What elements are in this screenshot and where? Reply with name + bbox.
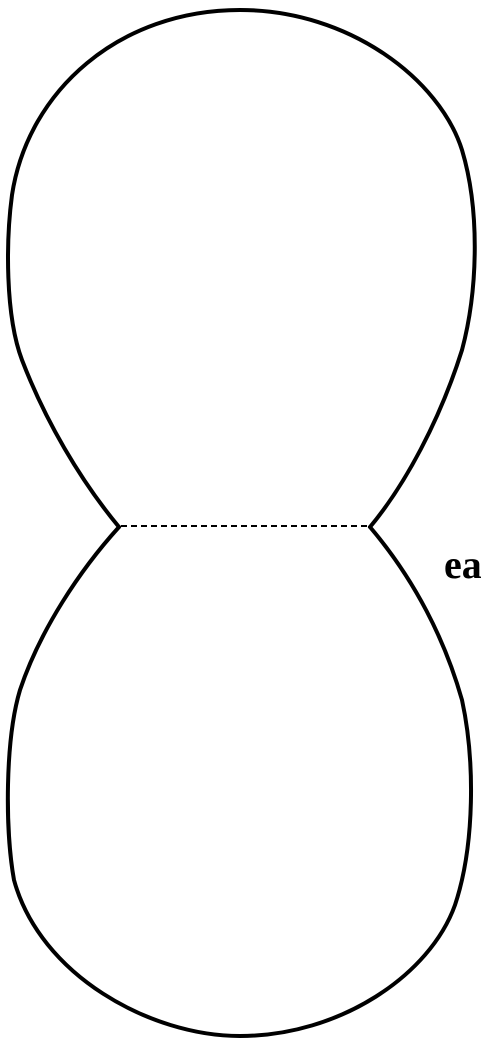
lower-lobe-outline bbox=[8, 527, 471, 1036]
side-label: ea bbox=[444, 542, 481, 587]
upper-lobe-outline bbox=[8, 10, 475, 527]
